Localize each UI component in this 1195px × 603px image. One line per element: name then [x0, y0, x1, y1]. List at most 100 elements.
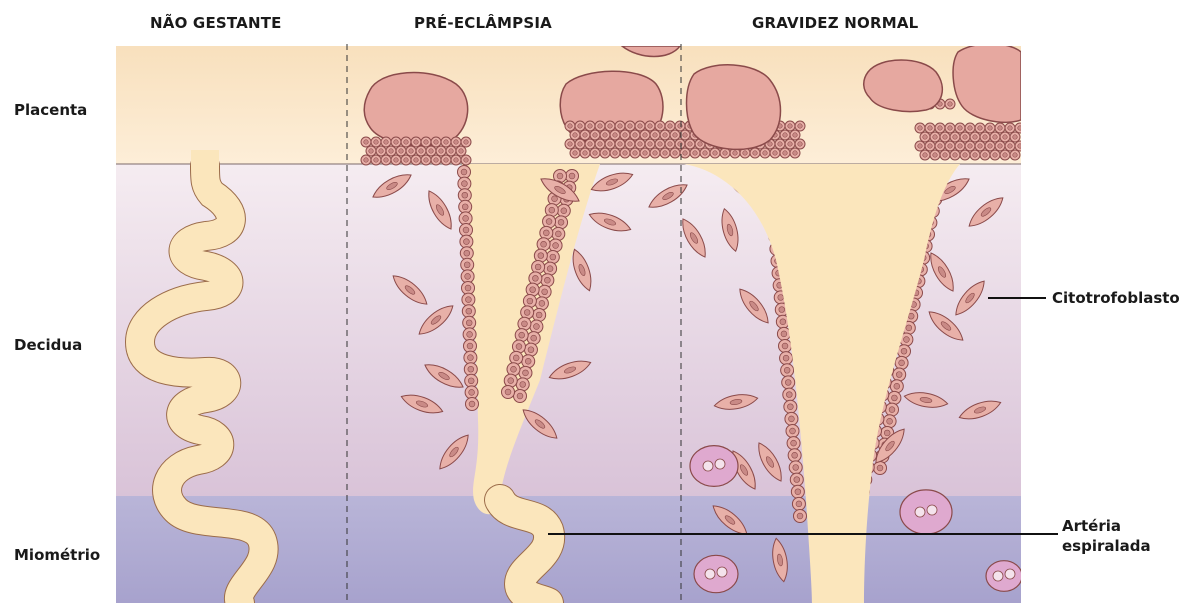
cell-nucleus — [668, 124, 673, 129]
cell-nucleus — [539, 300, 545, 306]
cell-nucleus — [544, 277, 550, 283]
cell-nucleus — [464, 158, 469, 163]
villus-n-2 — [864, 60, 943, 112]
column-title-non-pregnant: NÃO GESTANTE — [150, 14, 282, 32]
cell-nucleus — [414, 158, 419, 163]
cell-nucleus — [374, 140, 379, 145]
cell-nucleus — [938, 126, 943, 131]
cell-nucleus — [779, 307, 785, 313]
cell-nucleus — [466, 320, 472, 326]
cell-nucleus — [993, 135, 998, 140]
cell-nucleus — [796, 501, 802, 507]
cell-nucleus — [364, 158, 369, 163]
giant-cell — [690, 446, 738, 487]
cell-nucleus — [461, 169, 467, 175]
cell-nucleus — [547, 266, 553, 272]
cell-nucleus — [561, 208, 567, 214]
cell-nucleus — [528, 347, 534, 353]
cell-nucleus — [505, 389, 511, 395]
cell-nucleus — [394, 158, 399, 163]
cell-nucleus — [467, 355, 473, 361]
cell-nucleus — [434, 158, 439, 163]
cell-nucleus — [785, 380, 791, 386]
cell-nucleus — [633, 151, 638, 156]
cell-nucleus — [786, 392, 792, 398]
cell-nucleus — [511, 366, 517, 372]
cell-nucleus — [918, 144, 923, 149]
cell-nucleus — [688, 142, 693, 147]
cell-nucleus — [464, 250, 470, 256]
cell-nucleus — [468, 366, 474, 372]
layer-label-myometrium: Miométrio — [14, 546, 100, 564]
cell-nucleus — [550, 254, 556, 260]
cell-nucleus — [525, 358, 531, 364]
cell-nucleus — [399, 149, 404, 154]
layer-label-decidua: Decidua — [14, 336, 82, 354]
cell-nucleus — [993, 153, 998, 158]
cell-nucleus — [439, 149, 444, 154]
cell-nucleus — [773, 151, 778, 156]
cell-nucleus — [1003, 153, 1008, 158]
cell-nucleus — [593, 151, 598, 156]
cell-nucleus — [938, 144, 943, 149]
cell-nucleus — [469, 401, 475, 407]
villus-pe-1 — [364, 73, 467, 146]
cell-nucleus — [891, 395, 897, 401]
cell-nucleus — [633, 133, 638, 138]
cell-nucleus — [552, 196, 558, 202]
cell-nucleus — [908, 313, 914, 319]
cell-nucleus — [454, 140, 459, 145]
cell-nucleus — [546, 219, 552, 225]
label-spiral-artery: Artéria espiralada — [1062, 516, 1151, 556]
cell-nucleus — [578, 142, 583, 147]
cell-nucleus — [404, 140, 409, 145]
cell-nucleus — [782, 343, 788, 349]
cell-nucleus — [429, 149, 434, 154]
cell-nucleus — [1013, 153, 1018, 158]
cell-nucleus — [783, 151, 788, 156]
cell-nucleus — [628, 124, 633, 129]
cell-nucleus — [968, 126, 973, 131]
giant-cell-nucleus — [1005, 569, 1015, 579]
cell-nucleus — [468, 378, 474, 384]
cell-nucleus — [983, 153, 988, 158]
cell-nucleus — [998, 144, 1003, 149]
cell-nucleus — [568, 124, 573, 129]
cell-nucleus — [753, 151, 758, 156]
cell-nucleus — [653, 151, 658, 156]
cell-nucleus — [789, 416, 795, 422]
cell-nucleus — [573, 133, 578, 138]
cell-nucleus — [648, 124, 653, 129]
cell-nucleus — [653, 133, 658, 138]
cell-nucleus — [465, 285, 471, 291]
cell-nucleus — [658, 142, 663, 147]
cell-nucleus — [797, 513, 803, 519]
cell-nucleus — [978, 144, 983, 149]
cell-nucleus — [787, 404, 793, 410]
cell-nucleus — [896, 372, 902, 378]
cell-nucleus — [973, 135, 978, 140]
cell-nucleus — [520, 381, 526, 387]
cell-nucleus — [531, 335, 537, 341]
cell-nucleus — [638, 124, 643, 129]
label-spiral-artery-line1: Artéria — [1062, 516, 1151, 536]
cell-nucleus — [583, 133, 588, 138]
cell-nucleus — [613, 133, 618, 138]
cell-nucleus — [788, 142, 793, 147]
cell-nucleus — [953, 153, 958, 158]
cell-nucleus — [678, 142, 683, 147]
cell-nucleus — [553, 243, 559, 249]
cell-nucleus — [608, 124, 613, 129]
cell-nucleus — [948, 144, 953, 149]
cell-nucleus — [683, 133, 688, 138]
cell-nucleus — [783, 133, 788, 138]
cell-nucleus — [733, 151, 738, 156]
cell-nucleus — [623, 133, 628, 138]
cell-nucleus — [454, 158, 459, 163]
cell-nucleus — [673, 133, 678, 138]
cell-nucleus — [958, 144, 963, 149]
cell-nucleus — [424, 140, 429, 145]
cell-nucleus — [573, 151, 578, 156]
cell-nucleus — [988, 126, 993, 131]
cell-nucleus — [698, 142, 703, 147]
